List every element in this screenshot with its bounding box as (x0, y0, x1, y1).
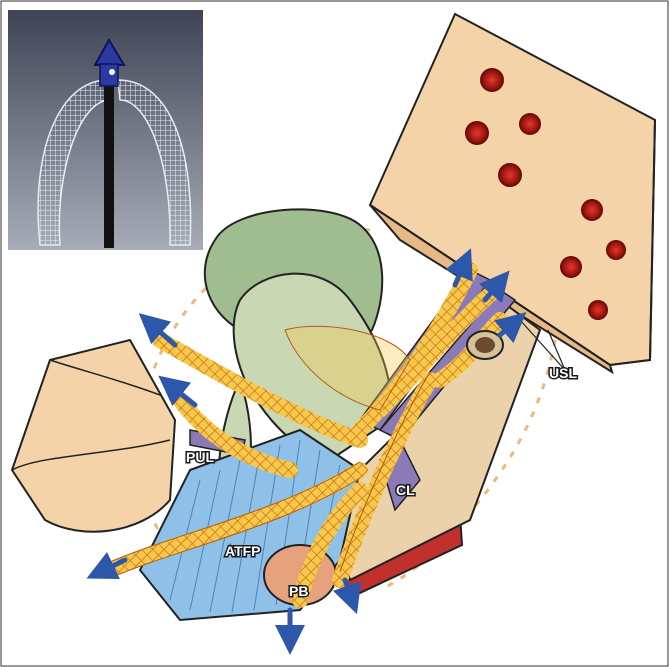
sacral-foramen (606, 240, 626, 260)
sacral-foramen (519, 113, 541, 135)
sacral-foramen (581, 199, 603, 221)
needle-shaft (104, 70, 114, 248)
sacral-foramen (588, 300, 608, 320)
anchor-eyelet (109, 69, 115, 75)
sacral-foramen (498, 163, 522, 187)
sacral-foramen (560, 256, 582, 278)
label-cl: CL (396, 482, 415, 498)
sacral-foramen (480, 68, 504, 92)
label-atfp: ATFP (225, 543, 261, 559)
label-pul: PUL (186, 449, 214, 465)
inset-photo (8, 10, 203, 250)
anchor-body (100, 64, 118, 86)
label-pb: PB (289, 583, 308, 599)
label-usl: USL (549, 365, 577, 381)
sacral-foramen (465, 121, 489, 145)
